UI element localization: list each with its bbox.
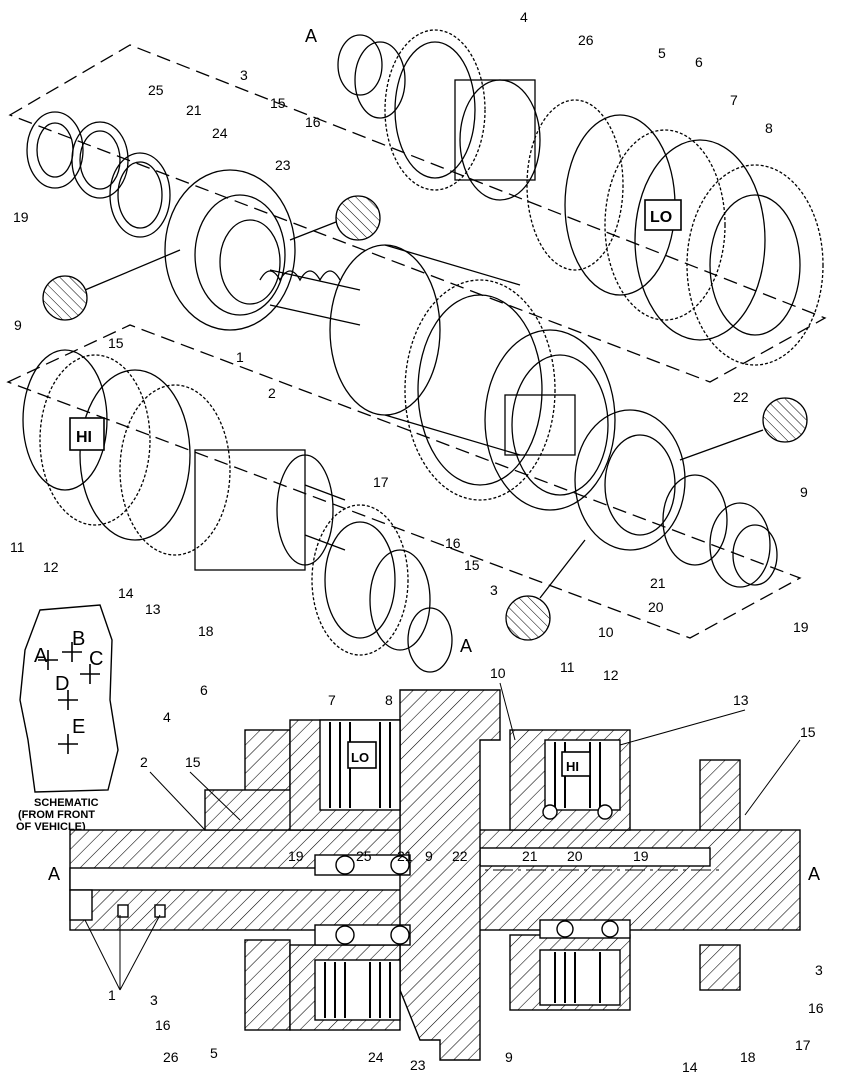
callout: 9 [505, 1049, 513, 1065]
callout: 10 [598, 624, 614, 640]
exploded-view-labels: A A LO HI 3 4 26 5 6 7 8 15 16 25 21 24 … [10, 9, 809, 656]
schematic-point-c: C [89, 648, 103, 670]
callout: 10 [490, 665, 506, 681]
upper-group-outline [8, 44, 827, 383]
section-end-a-right: A [808, 864, 820, 884]
callout: 26 [163, 1049, 179, 1065]
callout: 25 [356, 848, 372, 864]
callout: 14 [118, 585, 134, 601]
vehicle-schematic: A B C D E SCHEMATIC (FROM FRONT OF VEHIC… [16, 604, 119, 833]
schematic-point-a: A [34, 645, 48, 667]
section-callouts: 7 8 6 4 2 15 10 11 12 13 15 19 25 21 9 2… [108, 659, 824, 1075]
callout: 3 [150, 992, 158, 1008]
callout: 1 [236, 349, 244, 365]
callout: 9 [14, 317, 22, 333]
section-view [69, 689, 801, 1061]
callout: 1 [108, 987, 116, 1003]
callout: 4 [520, 9, 528, 25]
callout: 18 [740, 1049, 756, 1065]
schematic-caption-3: OF VEHICLE) [16, 821, 86, 833]
callout: 12 [43, 559, 59, 575]
callout: 15 [108, 335, 124, 351]
hi-section-tag: HI [566, 759, 579, 774]
callout: 6 [200, 682, 208, 698]
schematic-point-e: E [72, 716, 85, 738]
callout: 2 [140, 754, 148, 770]
callout: 17 [373, 474, 389, 490]
callout: 23 [410, 1057, 426, 1073]
schematic-point-d: D [55, 673, 69, 695]
callout: 15 [800, 724, 816, 740]
callout: 22 [452, 848, 468, 864]
callout: 22 [733, 389, 749, 405]
callout: 16 [305, 114, 321, 130]
callout: 24 [212, 125, 228, 141]
callout: 5 [658, 45, 666, 61]
callout: 3 [815, 962, 823, 978]
callout: 13 [145, 601, 161, 617]
callout: 3 [240, 67, 248, 83]
lo-section-tag: LO [351, 750, 369, 765]
callout: 19 [793, 619, 809, 635]
callout: 19 [13, 209, 29, 225]
hi-clutch-tag: HI [76, 429, 92, 446]
callout: 11 [560, 659, 575, 675]
callout: 16 [155, 1017, 171, 1033]
callout: 16 [808, 1000, 824, 1016]
callout: 21 [186, 102, 202, 118]
callout: 4 [163, 709, 171, 725]
callout: 8 [385, 692, 393, 708]
schematic-caption-1: SCHEMATIC [34, 797, 99, 809]
callout: 12 [603, 667, 619, 683]
callout: 20 [648, 599, 664, 615]
callout: 19 [633, 848, 649, 864]
callout: 21 [650, 575, 666, 591]
marker-a-upper: A [305, 26, 317, 46]
section-end-a-left: A [48, 864, 60, 884]
lo-clutch-tag: LO [650, 209, 672, 226]
callout: 9 [800, 484, 808, 500]
callout: 5 [210, 1045, 218, 1061]
callout: 6 [695, 54, 703, 70]
callout: 9 [425, 848, 433, 864]
callout: 17 [795, 1037, 811, 1053]
marker-a-lower: A [460, 636, 472, 656]
callout: 15 [270, 95, 286, 111]
callout: 15 [464, 557, 480, 573]
callout: 7 [730, 92, 738, 108]
callout: 7 [328, 692, 336, 708]
callout: 20 [567, 848, 583, 864]
callout: 14 [682, 1059, 698, 1075]
callout: 15 [185, 754, 201, 770]
section-view-labels: A A LO HI 7 8 6 4 2 15 10 11 12 13 15 19… [48, 659, 824, 1075]
callout: 18 [198, 623, 214, 639]
callout: 11 [10, 539, 25, 555]
callout: 21 [397, 848, 413, 864]
callout: 19 [288, 848, 304, 864]
callout: 2 [268, 385, 276, 401]
schematic-point-b: B [72, 628, 85, 650]
schematic-caption-2: (FROM FRONT [18, 809, 95, 821]
callout: 13 [733, 692, 749, 708]
exploded-view [6, 29, 827, 673]
callout: 8 [765, 120, 773, 136]
callout: 24 [368, 1049, 384, 1065]
lower-group-outline [6, 324, 802, 639]
callout: 21 [522, 848, 538, 864]
callout: 26 [578, 32, 594, 48]
exploded-callouts: 3 4 26 5 6 7 8 15 16 25 21 24 23 19 9 1 … [10, 9, 809, 640]
callout: 25 [148, 82, 164, 98]
callout: 3 [490, 582, 498, 598]
callout: 16 [445, 535, 461, 551]
callout: 23 [275, 157, 291, 173]
